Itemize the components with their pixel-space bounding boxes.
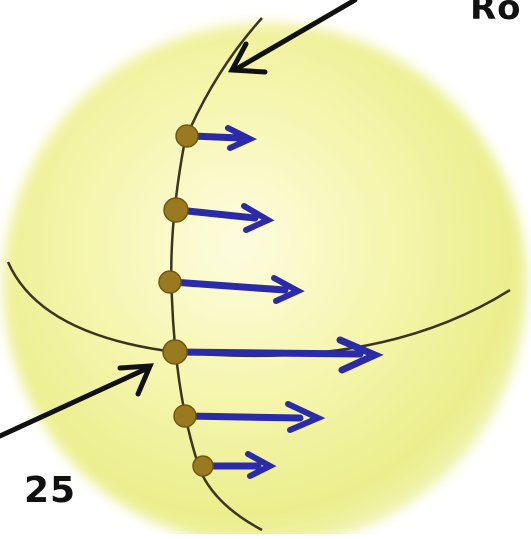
label-bottom: 25 [24,470,76,511]
sphere [3,23,527,534]
velocity-arrow-1 [192,136,240,138]
velocity-arrow-5 [186,416,300,418]
meridian-dot-2 [164,198,188,222]
label-top: Ro [470,0,522,28]
meridian-dot-3 [159,271,181,293]
velocity-arrow-4 [176,352,360,354]
meridian-dot-5 [174,405,196,427]
meridian-dot-1 [176,125,198,147]
meridian-dot-4 [163,340,187,364]
meridian-dot-6 [193,456,213,476]
